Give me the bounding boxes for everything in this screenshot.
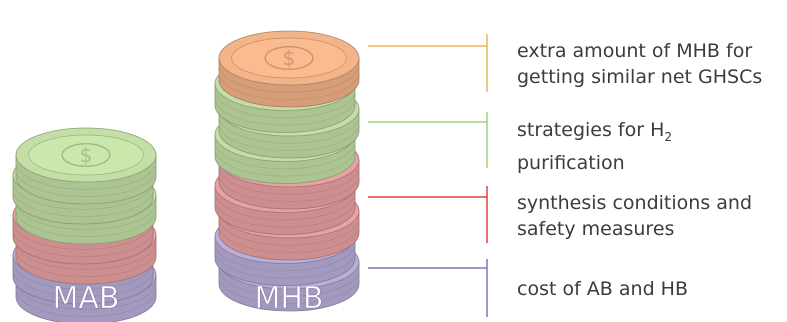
legend-label-purple: cost of AB and HB — [517, 276, 688, 302]
legend-label-red-line1: synthesis conditions and — [517, 192, 753, 214]
legend-label-green: strategies for H2 purification — [517, 117, 672, 176]
bracket-purple — [368, 259, 488, 317]
stack-mhb: $ — [214, 30, 360, 312]
legend-label-orange-line1: extra amount of MHB for — [517, 40, 753, 62]
svg-text:$: $ — [80, 143, 93, 167]
bracket-orange — [368, 34, 488, 92]
stack-label-mab: MAB — [53, 281, 120, 316]
svg-text:$: $ — [283, 46, 296, 70]
stack-mab: $ — [12, 127, 157, 322]
legend-label-green-line1: strategies for H — [517, 119, 665, 141]
legend-label-green-subscript: 2 — [664, 129, 673, 144]
legend-label-orange: extra amount of MHB for getting similar … — [517, 38, 762, 90]
legend-label-green-line2: purification — [517, 151, 625, 174]
legend-label-red-line2: safety measures — [517, 218, 675, 240]
legend-label-purple-line1: cost of AB and HB — [517, 278, 688, 300]
legend-label-red: synthesis conditions and safety measures — [517, 190, 752, 242]
legend-label-green-line1-wrap: strategies for H2 — [517, 117, 672, 150]
coin-green: $ — [15, 127, 157, 205]
bracket-red — [368, 186, 488, 243]
legend-label-orange-line2: getting similar net GHSCs — [517, 66, 763, 88]
coin-orange: $ — [218, 30, 360, 108]
bracket-green — [368, 112, 488, 168]
stack-label-mhb: MHB — [254, 281, 323, 316]
